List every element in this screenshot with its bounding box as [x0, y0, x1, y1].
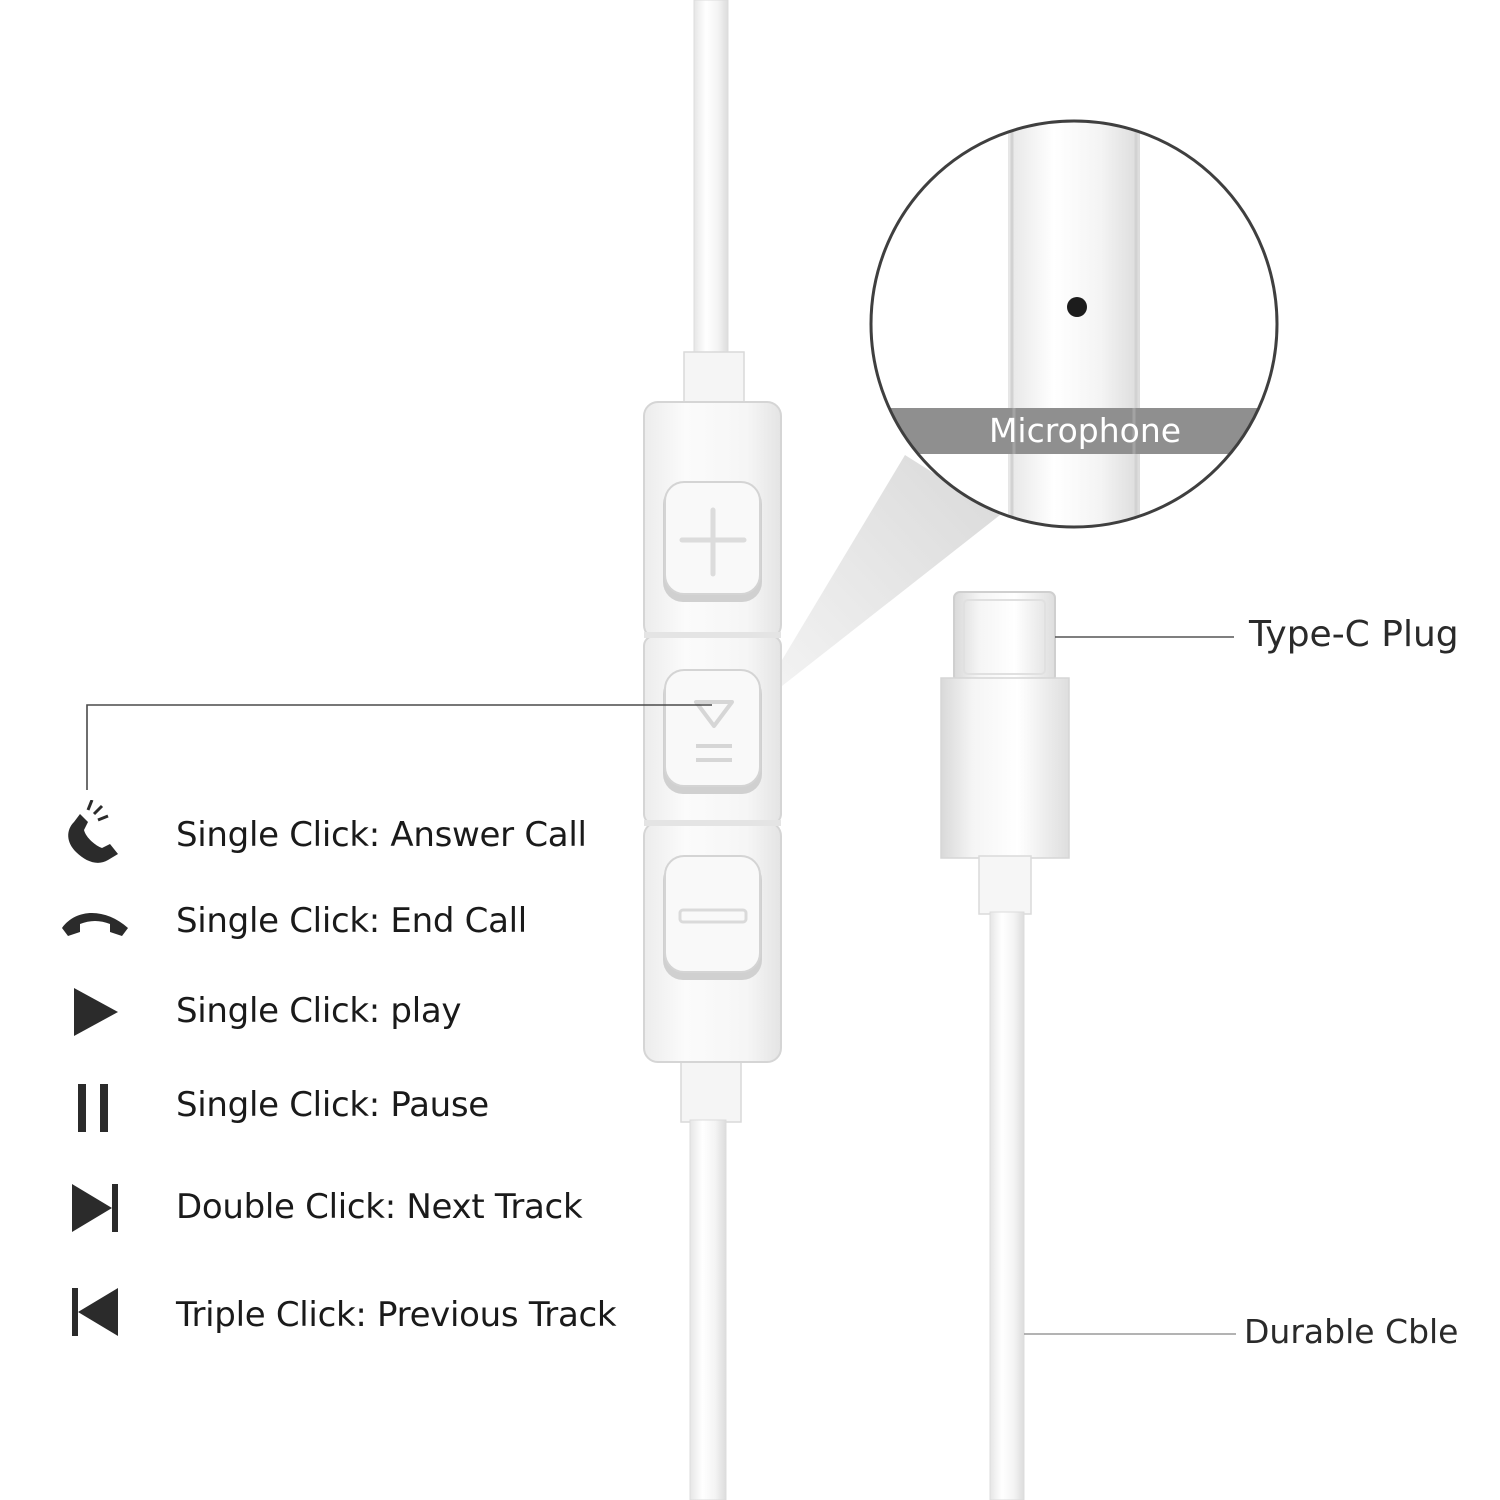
legend-row-next-track: Double Click: Next Track	[52, 1172, 652, 1242]
magnifier-beam	[782, 455, 1000, 686]
legend-label-previous-track: Triple Click: Previous Track	[176, 1295, 617, 1335]
minus-icon	[678, 908, 748, 924]
microphone-hole	[1067, 297, 1087, 317]
durable-cable-label: Durable Cble	[1244, 1312, 1459, 1351]
legend-row-pause: Single Click: Pause	[52, 1070, 652, 1140]
type-c-plug-label: Type-C Plug	[1249, 614, 1459, 655]
legend-row-end-call: Single Click: End Call	[52, 886, 652, 956]
cord-connector-top	[683, 351, 745, 405]
play-pause-button[interactable]	[663, 669, 762, 794]
button-leader-line	[86, 704, 712, 790]
phone-hangup-icon	[62, 913, 128, 936]
legend-row-previous-track: Triple Click: Previous Track	[52, 1280, 652, 1350]
microphone-band	[871, 408, 1277, 454]
microphone-magnifier	[869, 119, 1279, 529]
volume-up-button[interactable]	[663, 481, 762, 602]
plus-icon	[679, 507, 747, 577]
volume-down-button[interactable]	[663, 855, 762, 980]
legend-label-next-track: Double Click: Next Track	[176, 1187, 583, 1227]
cord-top	[693, 0, 729, 357]
phone-ringing-icon	[68, 800, 118, 863]
play-pause-icon	[694, 700, 734, 762]
legend-label-end-call: Single Click: End Call	[176, 901, 527, 941]
previous-track-icon	[72, 1288, 118, 1336]
pause-icon	[78, 1084, 108, 1132]
cord-bottom	[689, 1119, 727, 1500]
legend-row-answer-call: Single Click: Answer Call	[52, 800, 652, 870]
play-icon	[74, 988, 118, 1036]
next-track-icon	[72, 1184, 118, 1232]
microphone-label: Microphone	[988, 411, 1182, 450]
legend-label-play: Single Click: play	[176, 991, 462, 1031]
cord-connector-bottom	[680, 1059, 742, 1123]
legend-label-answer-call: Single Click: Answer Call	[176, 815, 587, 855]
legend-label-pause: Single Click: Pause	[176, 1085, 489, 1125]
type-c-connector	[940, 591, 1070, 1500]
legend-row-play: Single Click: play	[52, 976, 652, 1046]
